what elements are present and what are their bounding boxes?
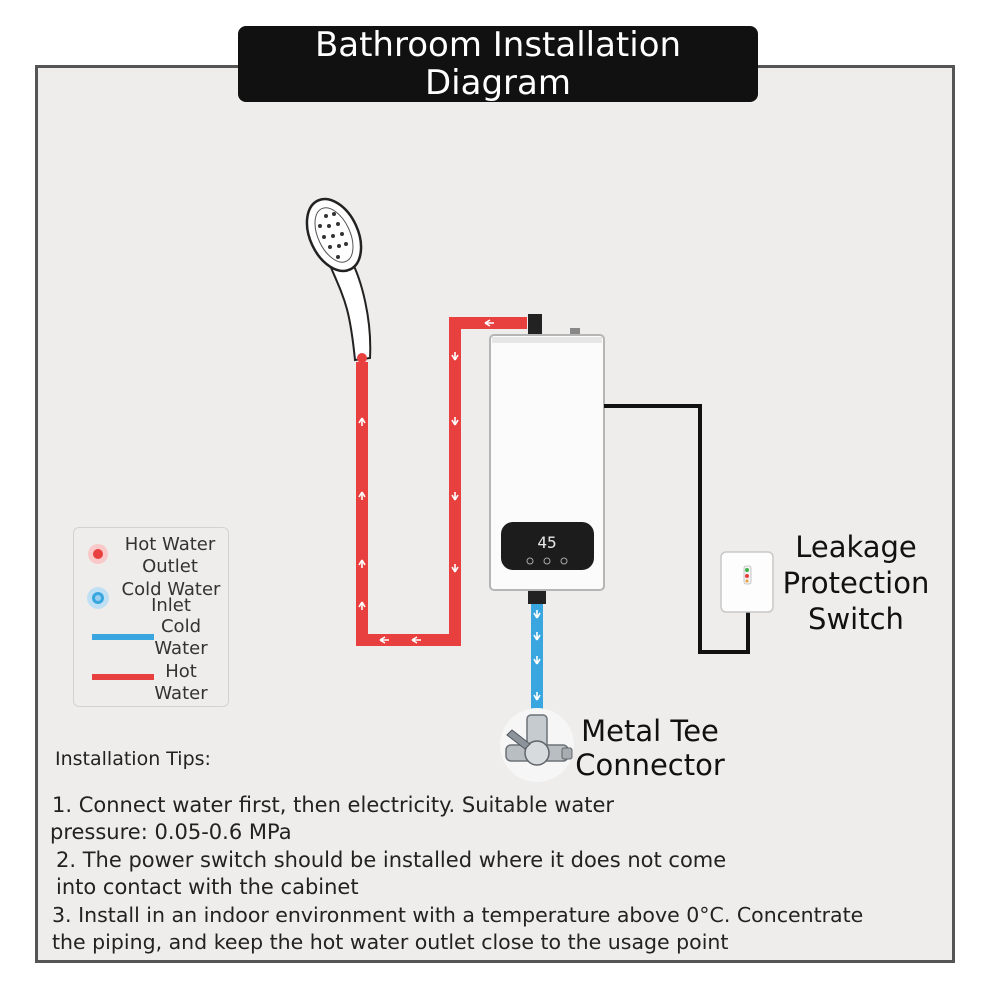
hot-pipe-swatch-icon — [92, 674, 154, 680]
inlet-fitting — [528, 590, 546, 604]
tip-1-line-2: pressure: 0.05-0.6 MPa — [50, 820, 292, 844]
leakage-label-line-1: Leakage — [795, 530, 917, 564]
power-cable — [604, 404, 750, 654]
legend-hot-outlet-line-1: Hot Water — [124, 534, 216, 555]
tip-2-line-1: 2. The power switch should be installed … — [56, 848, 727, 872]
leakage-switch-icon — [720, 551, 774, 613]
diagram-title: Bathroom Installation Diagram — [238, 26, 758, 102]
tip-3-line-1: 3. Install in an indoor environment with… — [52, 903, 864, 927]
water-heater: 45 — [489, 334, 605, 591]
metal-tee-connector-icon — [500, 708, 574, 782]
outlet-fitting — [528, 314, 542, 336]
leakage-label-line-2: Protection — [782, 566, 930, 600]
tip-2: 2. The power switch should be installed … — [56, 847, 726, 901]
tip-1-line-1: 1. Connect water first, then electricity… — [52, 793, 615, 817]
leakage-label-line-3: Switch — [808, 602, 904, 636]
cold-water-pipe — [531, 600, 543, 712]
legend-hot-water-line-1: Hot — [165, 661, 197, 682]
legend-cold-inlet-line-1: Cold Water — [121, 579, 221, 600]
legend-cold-water: Cold Water — [146, 616, 216, 660]
cold-pipe-swatch-icon — [92, 634, 154, 640]
top-screw — [570, 328, 580, 336]
title-line-2: Diagram — [425, 63, 571, 103]
tip-3: 3. Install in an indoor environment with… — [52, 902, 863, 956]
legend-hot-water: Hot Water — [146, 661, 216, 705]
legend-hot-water-line-2: Water — [154, 683, 208, 704]
tee-label-line-2: Connector — [575, 748, 725, 782]
tip-1: 1. Connect water first, then electricity… — [50, 792, 615, 846]
tip-3-line-2: the piping, and keep the hot water outle… — [52, 930, 729, 954]
hot-water-pipe — [356, 317, 527, 646]
tips-heading: Installation Tips: — [55, 748, 211, 770]
legend-hot-outlet-line-2: Outlet — [142, 556, 198, 577]
tip-2-line-2: into contact with the cabinet — [56, 875, 359, 899]
heater-temperature-readout: 45 — [537, 533, 556, 552]
title-line-1: Bathroom Installation — [314, 25, 682, 65]
metal-tee-label: Metal Tee Connector — [572, 714, 728, 782]
legend-hot-outlet: Hot Water Outlet — [118, 534, 222, 578]
legend-cold-water-line-1: Cold — [160, 616, 201, 637]
leakage-switch-label: Leakage Protection Switch — [775, 529, 937, 637]
legend-cold-inlet: Cold Water Inlet — [116, 579, 226, 617]
legend-cold-inlet-line-2: Inlet — [151, 595, 191, 616]
tee-label-line-1: Metal Tee — [581, 714, 719, 748]
shower-head-icon — [305, 197, 372, 363]
heater-display-panel — [501, 522, 594, 570]
legend-cold-water-line-2: Water — [154, 638, 208, 659]
